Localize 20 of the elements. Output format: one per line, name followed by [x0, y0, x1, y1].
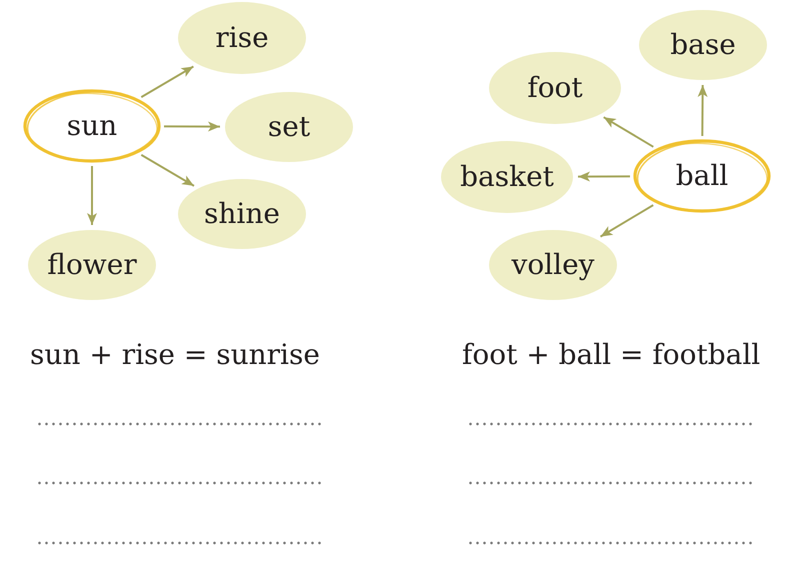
arrow — [600, 204, 654, 238]
word-text: ball — [676, 160, 728, 192]
arrow — [140, 154, 194, 187]
word-text: set — [268, 110, 310, 144]
word-text: volley — [512, 248, 594, 282]
arrow — [87, 166, 97, 225]
arrow — [164, 122, 220, 132]
word-equation: sun + rise = sunrise — [30, 338, 320, 372]
word-text: base — [670, 28, 736, 62]
arrow — [578, 172, 630, 182]
arrow — [603, 116, 654, 148]
word-text: basket — [460, 160, 554, 194]
word-text: rise — [215, 22, 269, 54]
word-text: shine — [204, 198, 280, 230]
arrow — [698, 85, 708, 136]
arrow — [140, 66, 194, 98]
word-text: flower — [47, 248, 137, 282]
word-text: foot — [527, 72, 583, 104]
word-text: sun — [66, 110, 118, 142]
word-equation: foot + ball = football — [462, 338, 760, 372]
